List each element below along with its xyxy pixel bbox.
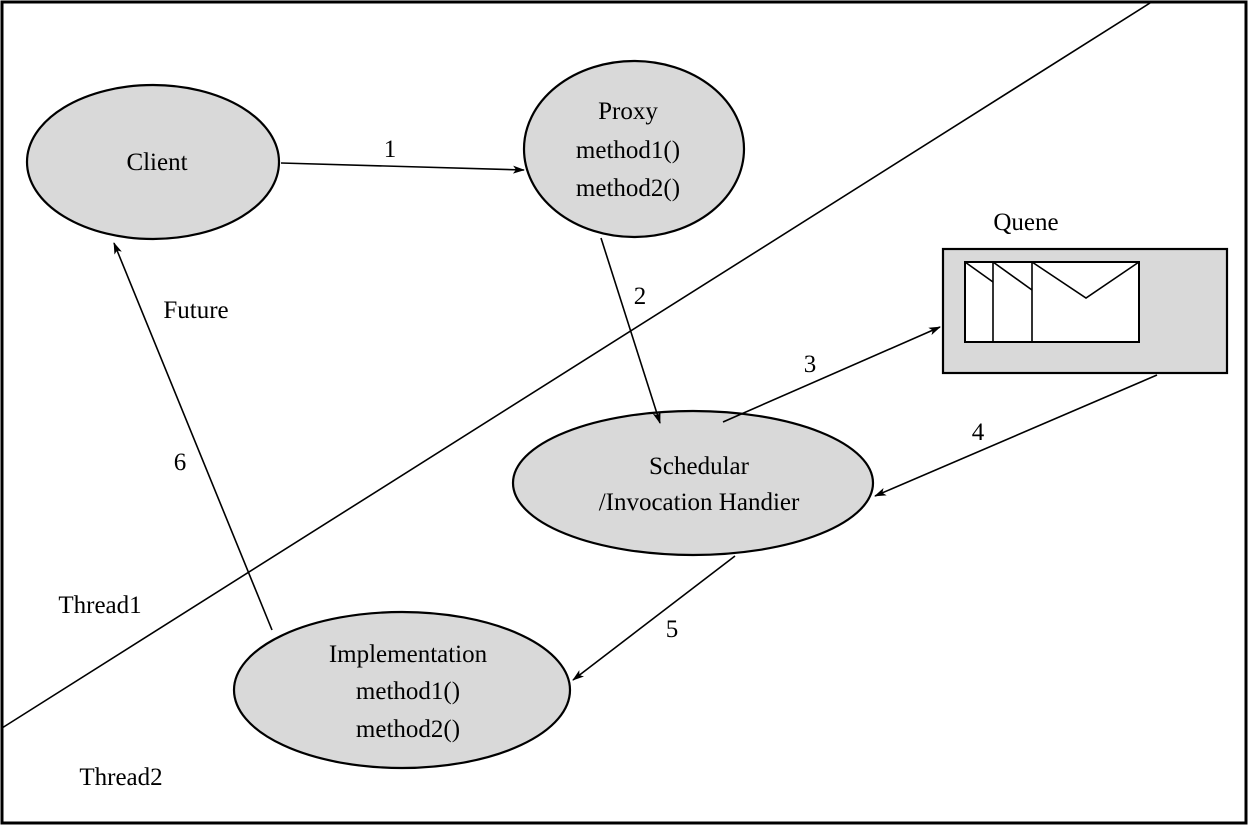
client-ellipse [25,83,281,241]
edge-2-label: 2 [634,283,647,310]
thread2-label: Thread2 [79,764,162,791]
implementation-ellipse [232,610,572,770]
edge-2-arrow [600,237,661,424]
edge-1-arrow [280,162,525,174]
scheduler-node: Schedular /Invocation Handier [511,409,875,557]
thread-divider-line [1,2,1151,729]
edge-5-label: 5 [666,616,679,643]
thread1-label: Thread1 [58,592,141,619]
edge-1-label: 1 [384,136,397,163]
client-label: Client [126,149,187,176]
edge-3-label: 3 [804,351,817,378]
queue-node: Quene [941,209,1229,375]
envelope-stack-icon [964,261,1140,343]
edge-4-arrow [874,374,1158,497]
proxy-label-method1: method1() [576,137,680,164]
client-node: Client [25,83,281,241]
queue-label: Quene [993,209,1058,236]
scheduler-ellipse [511,409,875,557]
edge-5-arrow [572,555,736,681]
proxy-node: Proxy method1() method2() [522,59,746,239]
edge-3-arrow [722,326,941,423]
proxy-label-title: Proxy [598,98,658,125]
scheduler-label-line2: /Invocation Handier [599,489,800,516]
edge-4-label: 4 [972,419,985,446]
implementation-node: Implementation method1() method2() [232,610,572,770]
future-label: Future [163,297,228,324]
implementation-label-method2: method2() [356,716,460,743]
implementation-label-title: Implementation [329,641,488,668]
edge-6-label: 6 [174,449,187,476]
scheduler-label-line1: Schedular [649,453,750,480]
implementation-label-method1: method1() [356,678,460,705]
proxy-label-method2: method2() [576,175,680,202]
proxy-ellipse [522,59,746,239]
edge-6-arrow [113,242,273,631]
